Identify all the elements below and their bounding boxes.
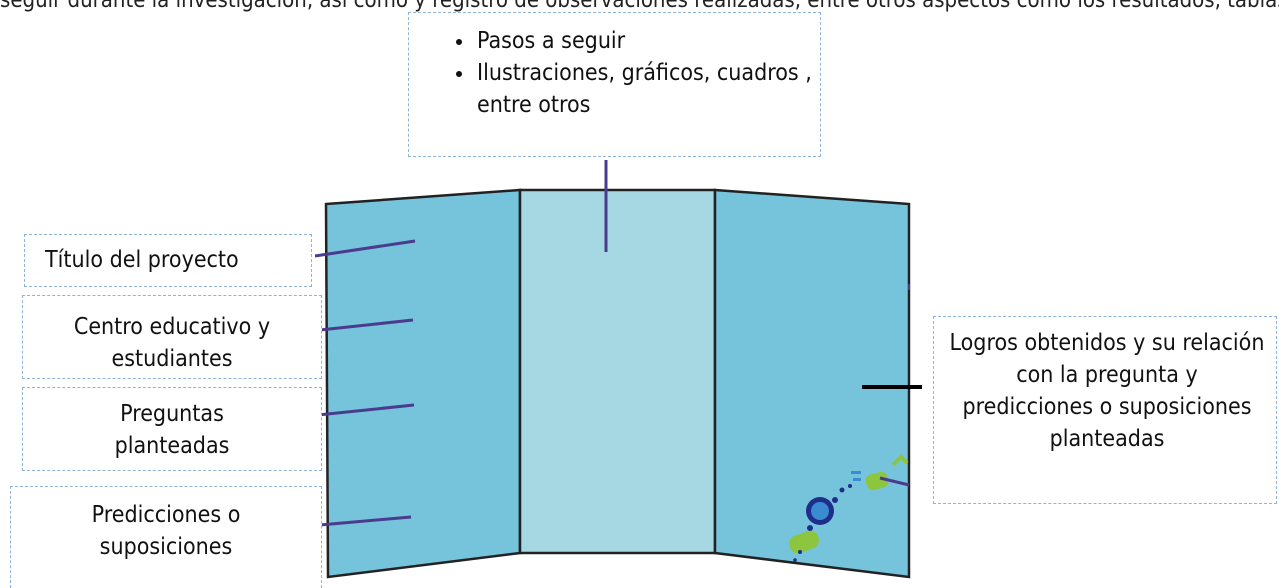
achievements-label-box: Logros obtenidos y su relación con la pr… <box>933 316 1277 504</box>
center-panel <box>518 188 717 555</box>
illustrations-item: Ilustraciones, gráficos, cuadros , entre… <box>475 57 820 121</box>
center-panel-label-box: Pasos a seguir Ilustraciones, gráficos, … <box>408 12 821 157</box>
decorative-bubbles-icon <box>789 454 910 562</box>
cut-off-top-text: seguir durante la investigación, así com… <box>0 0 1279 12</box>
school-label: Centro educativo y estudiantes <box>73 314 271 372</box>
connector-predictions <box>319 515 412 527</box>
title-label: Título del proyecto <box>45 247 239 273</box>
school-label-box: Centro educativo y estudiantes <box>22 295 322 379</box>
steps-item: Pasos a seguir <box>475 25 820 57</box>
questions-label-box: Preguntas planteadas <box>22 387 322 471</box>
predictions-label-box: Predicciones o suposiciones <box>10 486 322 588</box>
achievements-label: Logros obtenidos y su relación con la pr… <box>949 330 1265 452</box>
predictions-label: Predicciones o suposiciones <box>91 502 241 560</box>
connector-title <box>314 239 416 258</box>
connector-questions <box>317 403 415 417</box>
left-panel <box>324 188 522 579</box>
title-label-box: Título del proyecto <box>24 234 312 287</box>
connector-school <box>319 318 414 332</box>
questions-label: Preguntas planteadas <box>114 401 230 459</box>
